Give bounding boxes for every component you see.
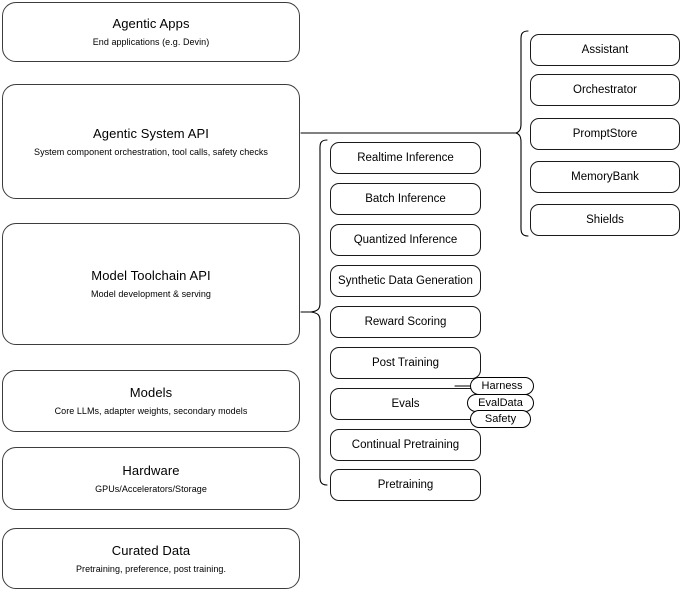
layer-subtitle: End applications (e.g. Devin)	[92, 37, 210, 47]
layer-hardware[interactable]: Hardware GPUs/Accelerators/Storage	[2, 447, 300, 510]
evals-subcomponent-harness[interactable]: Harness	[470, 377, 534, 395]
system-components-brace	[515, 30, 529, 237]
toolchain-component-realtime-inference[interactable]: Realtime Inference	[330, 142, 481, 174]
component-label: Assistant	[581, 44, 629, 56]
subcomponent-label: Safety	[484, 413, 517, 425]
component-label: MemoryBank	[571, 171, 639, 183]
layer-title: Agentic Apps	[112, 16, 190, 31]
system-component-promptstore[interactable]: PromptStore	[530, 118, 680, 150]
component-label: Synthetic Data Generation	[338, 275, 473, 287]
subcomponent-label: EvalData	[478, 397, 523, 409]
layer-title: Agentic System API	[93, 125, 209, 141]
layer-model-toolchain-api[interactable]: Model Toolchain API Model development & …	[2, 223, 300, 345]
component-label: Orchestrator	[573, 84, 637, 96]
toolchain-component-pretraining[interactable]: Pretraining	[330, 469, 481, 501]
subcomponent-label: Harness	[481, 380, 523, 392]
layer-title: Curated Data	[111, 542, 191, 558]
layer-subtitle: Pretraining, preference, post training.	[75, 563, 227, 574]
component-label: Continual Pretraining	[351, 439, 460, 451]
evals-subcomponent-evaldata[interactable]: EvalData	[467, 394, 534, 412]
system-component-shields[interactable]: Shields	[530, 204, 680, 236]
system-component-assistant[interactable]: Assistant	[530, 34, 680, 66]
layer-subtitle: GPUs/Accelerators/Storage	[95, 483, 207, 494]
toolchain-component-continual-pretraining[interactable]: Continual Pretraining	[330, 429, 481, 461]
toolchain-component-reward-scoring[interactable]: Reward Scoring	[330, 306, 481, 338]
toolchain-component-synthetic-data-generation[interactable]: Synthetic Data Generation	[330, 265, 481, 297]
component-label: Batch Inference	[365, 193, 446, 205]
system-component-orchestrator[interactable]: Orchestrator	[530, 74, 680, 106]
layer-curated-data[interactable]: Curated Data Pretraining, preference, po…	[2, 528, 300, 589]
component-label: Shields	[586, 214, 624, 226]
component-label: PromptStore	[572, 128, 638, 140]
toolchain-component-evals[interactable]: Evals	[330, 388, 481, 420]
layer-title: Models	[129, 385, 173, 400]
component-label: Reward Scoring	[364, 316, 447, 328]
layer-subtitle: Model development & serving	[91, 289, 211, 299]
component-label: Post Training	[371, 357, 440, 369]
toolchain-component-batch-inference[interactable]: Batch Inference	[330, 183, 481, 215]
layer-agentic-system-api[interactable]: Agentic System API System component orch…	[2, 84, 300, 199]
system-component-memorybank[interactable]: MemoryBank	[530, 161, 680, 193]
toolchain-component-quantized-inference[interactable]: Quantized Inference	[330, 224, 481, 256]
layer-subtitle: Core LLMs, adapter weights, secondary mo…	[54, 406, 248, 416]
component-label: Pretraining	[377, 479, 434, 491]
evals-subcomponent-safety[interactable]: Safety	[470, 410, 531, 428]
layer-title: Model Toolchain API	[91, 268, 211, 283]
component-label: Quantized Inference	[353, 234, 458, 246]
component-label: Realtime Inference	[357, 152, 454, 164]
toolchain-component-post-training[interactable]: Post Training	[330, 347, 481, 379]
layer-title: Hardware	[122, 462, 180, 478]
layer-agentic-apps[interactable]: Agentic Apps End applications (e.g. Devi…	[2, 2, 300, 62]
toolchain-components-brace	[310, 139, 328, 486]
component-label: Evals	[391, 398, 420, 410]
layer-subtitle: System component orchestration, tool cal…	[34, 146, 268, 157]
layer-models[interactable]: Models Core LLMs, adapter weights, secon…	[2, 370, 300, 432]
